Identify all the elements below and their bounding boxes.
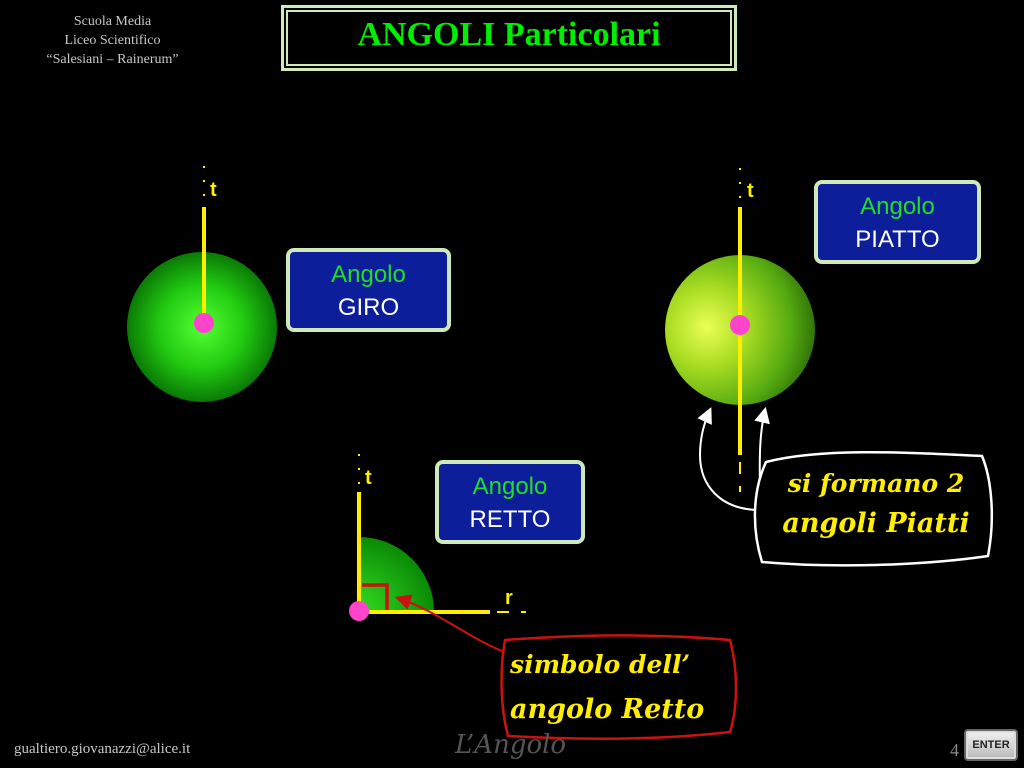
school-line-3: “Salesiani – Rainerum” [46, 52, 179, 67]
label-retto-line1: Angolo [472, 473, 548, 500]
retto-symbol-arrow [394, 594, 511, 655]
label-piatto-line1: Angolo [860, 193, 935, 220]
piatto-angle: t [665, 168, 815, 511]
note-retto-line1: simbolo dell’ [509, 650, 690, 679]
piatto-arrow-left [697, 407, 761, 511]
school-line-2: Liceo Scientifico [64, 33, 161, 48]
label-piatto-line2: PIATTO [855, 226, 940, 253]
retto-vertex [349, 601, 369, 621]
label-giro-line2: GIRO [337, 294, 400, 321]
retto-ray-label-t: t [365, 467, 372, 489]
title-frame: ANGOLI Particolari [281, 5, 737, 71]
label-giro-line1: Angolo [331, 261, 406, 288]
school-line-1: Scuola Media [73, 14, 152, 29]
label-angolo-retto: Angolo RETTO [435, 460, 585, 544]
retto-ray-label-r: r [505, 587, 513, 609]
note-piatti-line2: angoli Piatti [782, 508, 969, 539]
label-retto-line2: RETTO [469, 506, 551, 533]
giro-vertex [194, 313, 214, 333]
giro-ray-label: t [210, 179, 217, 201]
note-piatti-border [753, 450, 994, 567]
page-title: ANGOLI Particolari [357, 16, 661, 53]
label-angolo-giro: Angolo GIRO [286, 248, 451, 332]
retto-sector [359, 537, 434, 612]
piatto-ray-label: t [747, 180, 754, 202]
page-number: 4 [950, 740, 959, 760]
note-retto: simbolo dell’ angolo Retto [500, 634, 738, 740]
author-email: gualtiero.giovanazzi@alice.it [14, 741, 191, 757]
note-retto-line2: angolo Retto [510, 694, 704, 725]
note-piatti: si formano 2 angoli Piatti [753, 450, 994, 567]
retto-angle: t r [349, 454, 526, 655]
right-angle-symbol [362, 583, 389, 610]
note-piatti-line1: si formano 2 [787, 469, 964, 498]
piatto-vertex [730, 315, 750, 335]
slide-footer-title: L’Angolo [455, 730, 567, 760]
label-angolo-piatto: Angolo PIATTO [814, 180, 981, 264]
school-name: Scuola Media Liceo Scientifico “Salesian… [0, 12, 225, 69]
giro-angle: t [127, 166, 277, 402]
enter-button[interactable]: ENTER [964, 729, 1018, 761]
note-retto-border [500, 634, 738, 740]
